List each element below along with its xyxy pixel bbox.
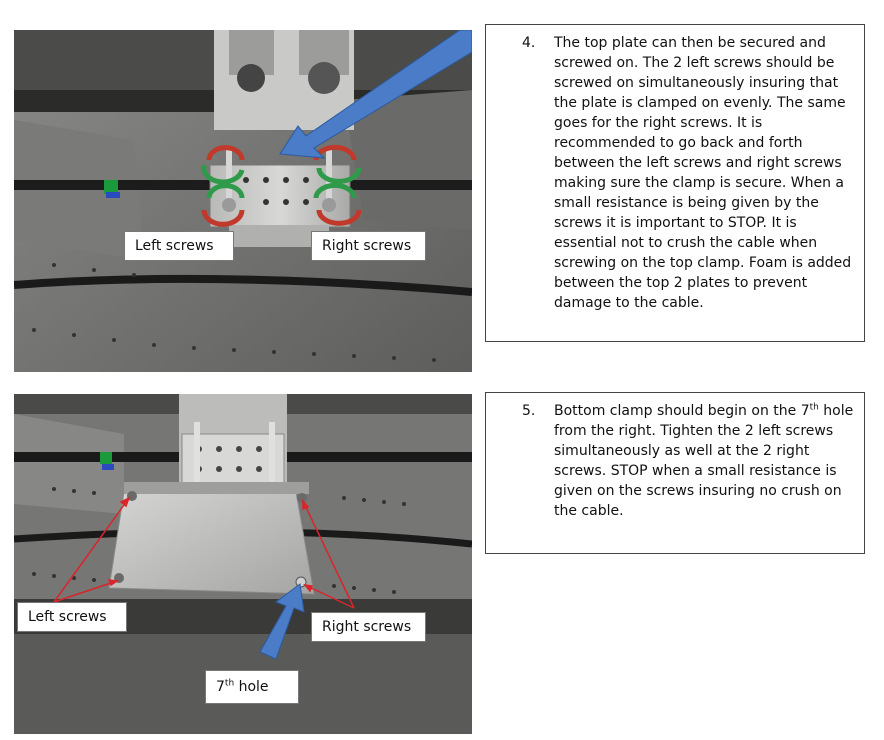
step5-number: 5. xyxy=(522,403,536,419)
step5-callout: 5. Bottom clamp should begin on the 7th … xyxy=(485,392,865,554)
top-left-screws-text: Left screws xyxy=(135,238,214,254)
top-photo-drawing xyxy=(14,30,472,372)
top-clamp-photo xyxy=(14,30,472,372)
bottom-right-screws-text: Right screws xyxy=(322,619,412,635)
blue-pointer-arrow xyxy=(279,30,472,159)
step5-text-sup: th xyxy=(809,402,819,413)
seventh-hole-num: 7 xyxy=(216,679,225,695)
seventh-hole-sup: th xyxy=(224,678,235,689)
step5-text-b: hole from the right. Tighten the 2 left … xyxy=(554,403,854,519)
step4-text: The top plate can then be secured and sc… xyxy=(554,35,852,311)
seventh-hole-label: 7th hole xyxy=(205,670,299,704)
rotation-arrows xyxy=(201,144,362,227)
top-right-screws-label: Right screws xyxy=(311,231,426,261)
bottom-right-screws-label: Right screws xyxy=(311,612,426,642)
bottom-left-screws-text: Left screws xyxy=(28,609,107,625)
blue-pointer-arrow-bottom xyxy=(259,583,305,660)
red-annotation-lines xyxy=(53,496,355,609)
bottom-photo-drawing xyxy=(14,394,472,734)
seventh-hole-text: hole xyxy=(234,679,269,695)
top-right-screws-text: Right screws xyxy=(322,238,412,254)
step5-text: Bottom clamp should begin on the 7th hol… xyxy=(554,401,854,521)
top-left-screws-label: Left screws xyxy=(124,231,234,261)
bottom-left-screws-label: Left screws xyxy=(17,602,127,632)
step5-text-a: Bottom clamp should begin on the 7 xyxy=(554,403,810,419)
step4-callout: 4. The top plate can then be secured and… xyxy=(485,24,865,342)
step4-number: 4. xyxy=(522,35,536,51)
